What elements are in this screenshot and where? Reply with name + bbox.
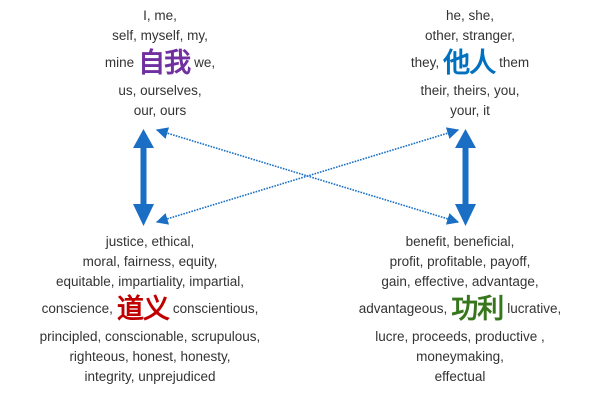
word-line: our, ours <box>133 103 187 118</box>
keyword-righteousness: 道义 <box>116 294 170 325</box>
keyword-right-text: lucrative, <box>507 301 562 316</box>
quadrant-righteousness: justice, ethical, moral, fairness, equit… <box>0 232 300 387</box>
word-line: principled, conscionable, scrupulous, <box>39 329 261 344</box>
word-line: benefit, beneficial, <box>405 234 515 249</box>
keyword-utility: 功利 <box>451 294 504 325</box>
word-line: he, she, <box>445 8 495 23</box>
keyword-self: 自我 <box>138 48 191 79</box>
keyword-right-text: conscientious, <box>172 301 259 316</box>
keyword-others: 他人 <box>443 48 496 79</box>
keyword-left-text: conscience, <box>41 301 113 316</box>
quadrant-utility: benefit, beneficial, profit, profitable,… <box>320 232 600 387</box>
dotted-arrow-others-righteousness <box>155 127 460 225</box>
word-line: moneymaking, <box>416 349 504 364</box>
word-line: integrity, unprejudiced <box>84 369 216 384</box>
word-line: your, it <box>450 103 490 118</box>
word-line: moral, fairness, equity, <box>82 254 218 269</box>
word-line: us, ourselves, <box>118 83 202 98</box>
word-line: gain, effective, advantage, <box>381 274 539 289</box>
keyword-left-text: advantageous, <box>358 301 448 316</box>
solid-arrow-self-righteousness <box>133 129 154 226</box>
word-line: their, theirs, you, <box>420 83 520 98</box>
solid-arrow-others-utility <box>455 129 476 226</box>
word-line: justice, ethical, <box>105 234 195 249</box>
word-line: profit, profitable, payoff, <box>389 254 531 269</box>
keyword-right-text: them <box>499 55 530 70</box>
word-line: self, myself, my, <box>112 28 208 43</box>
keyword-left-text: they, <box>410 55 440 70</box>
word-line: effectual <box>434 369 486 384</box>
word-line: other, stranger, <box>424 28 516 43</box>
word-line: I, me, <box>143 8 177 23</box>
word-line: righteous, honest, honesty, <box>69 349 231 364</box>
keyword-left-text: mine <box>104 55 135 70</box>
word-line: equitable, impartiality, impartial, <box>55 274 245 289</box>
keyword-right-text: we, <box>194 55 216 70</box>
word-line: lucre, proceeds, productive , <box>375 329 545 344</box>
